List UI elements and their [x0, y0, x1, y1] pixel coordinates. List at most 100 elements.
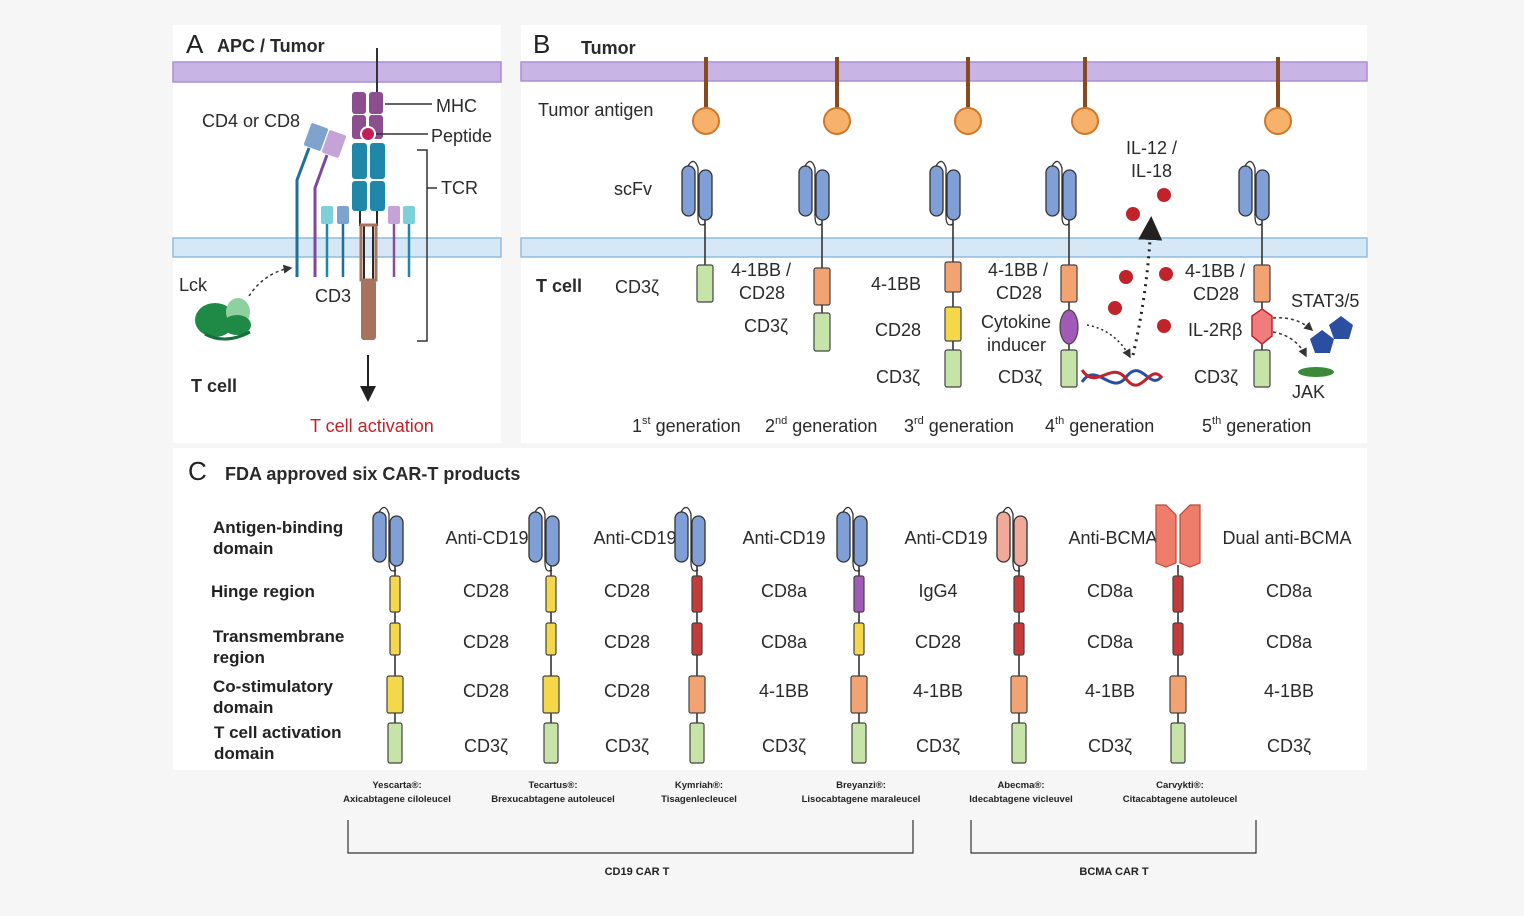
product-3-cost-label: 4-1BB	[759, 681, 809, 701]
panel-b-title: Tumor	[581, 38, 636, 58]
gen2-scfv-icon	[798, 160, 830, 226]
g5-generation-label: 5th generation	[1202, 415, 1311, 436]
dna-icon	[1080, 369, 1164, 387]
row-act-2: domain	[214, 744, 274, 763]
product-4-scfv-icon	[836, 506, 868, 572]
panel-b: B Tumor Tumor antigen scFv T cell CD3ζ 4…	[520, 29, 1368, 436]
product-5-scfv-icon-vl	[1013, 515, 1028, 567]
product-3-tm-label: CD8a	[761, 632, 808, 652]
g3-gen-num: 3	[904, 416, 914, 436]
product-2-scfv-icon-vh	[528, 511, 543, 563]
product-3-costim-domain	[688, 675, 706, 714]
product-3-hinge-domain	[691, 575, 703, 613]
g5-cost2: CD28	[1193, 284, 1239, 304]
product-6-hinge-domain	[1172, 575, 1184, 613]
product-5-scfv-icon	[996, 506, 1028, 572]
gen5-scfv-icon-vl	[1255, 169, 1270, 221]
g5-stat: STAT3/5	[1291, 291, 1359, 311]
product-4-binder-label: Anti-CD19	[904, 528, 987, 548]
product-6-brand-label: Carvykti®:	[1156, 780, 1204, 791]
peptide-label: Peptide	[431, 126, 492, 146]
gen3-scfv-icon-vl	[946, 169, 961, 221]
tcr-shape	[352, 143, 367, 179]
tumor-antigen-5	[1264, 107, 1292, 135]
gen5-cd3z-domain	[1253, 349, 1271, 388]
product-1-brand-label: Yescarta®:	[372, 780, 421, 791]
product-2-costim-domain	[542, 675, 560, 714]
stat-icon	[1310, 316, 1353, 353]
product-4-scfv-icon-linker	[842, 506, 861, 572]
row-antigen-1: Antigen-binding	[213, 518, 343, 537]
gen3-costim-domain	[944, 261, 962, 293]
g1-generation-label: 1st generation	[632, 415, 741, 436]
product-1-generic-label: Axicabtagene ciloleucel	[343, 794, 451, 805]
tumor-antigen-4	[1071, 107, 1099, 135]
product-1-hinge-domain	[389, 575, 401, 613]
mhc-shape	[352, 92, 366, 114]
product-5-hinge-label: CD8a	[1087, 581, 1134, 601]
product-6-cost-label: 4-1BB	[1264, 681, 1314, 701]
gen4-scfv-icon-vh	[1045, 165, 1060, 217]
product-1-tm-domain	[389, 622, 401, 656]
row-tm-2: region	[213, 648, 265, 667]
product-4-act-domain	[851, 722, 867, 764]
product-5-act-label: CD3ζ	[1088, 736, 1132, 756]
tumor-antigen-label: Tumor antigen	[538, 100, 653, 120]
g2-generation-label: 2nd generation	[765, 415, 877, 436]
product-1-costim-domain	[386, 675, 404, 714]
g3-cd3z: CD3ζ	[876, 367, 920, 387]
panel-c: C FDA approved six CAR-T products Antige…	[188, 456, 1352, 878]
product-2-act-domain	[543, 722, 559, 764]
tumor-membrane	[520, 61, 1368, 82]
product-6-act-label: CD3ζ	[1267, 736, 1311, 756]
product-1-binder-label: Anti-CD19	[445, 528, 528, 548]
row-costim-1: Co-stimulatory	[213, 677, 334, 696]
apc-membrane	[172, 61, 502, 83]
product-2-tm-label: CD28	[604, 632, 650, 652]
product-2-scfv-icon	[528, 506, 560, 572]
product-4-tm-domain	[853, 622, 865, 656]
product-2-cost-label: CD28	[604, 681, 650, 701]
product-6-binder-label: Dual anti-BCMA	[1222, 528, 1351, 548]
lck-protein-icon	[195, 298, 251, 341]
g2-gen-num: 2	[765, 416, 775, 436]
g4-ci2: inducer	[987, 335, 1046, 355]
product-6-costim-domain	[1169, 675, 1187, 714]
product-6-tm-label: CD8a	[1266, 632, 1313, 652]
g3-gen-text: generation	[924, 416, 1014, 436]
row-hinge: Hinge region	[211, 582, 315, 601]
product-5-scfv-icon-linker	[1002, 506, 1021, 572]
panel-c-letter: C	[188, 456, 207, 486]
cytokine-dots	[1108, 188, 1173, 333]
gen2-scfv-icon-linker	[804, 160, 823, 226]
g5-gen-sup: th	[1212, 415, 1221, 427]
product-1-scfv-icon-vl	[389, 515, 404, 567]
gen3-scfv-icon	[929, 160, 961, 226]
tcell-membrane-a	[172, 237, 502, 258]
product-5-act-domain	[1011, 722, 1027, 764]
product-4-cost-label: 4-1BB	[913, 681, 963, 701]
g2-gen-sup: nd	[775, 415, 787, 427]
g5-cost: 4-1BB /	[1185, 261, 1245, 281]
g3-gen-sup: rd	[914, 415, 924, 427]
g4-gen-num: 4	[1045, 416, 1055, 436]
tumor-antigen-2	[823, 107, 851, 135]
product-5-binder-label: Anti-BCMA	[1068, 528, 1157, 548]
tumor-antigen-1	[692, 107, 720, 135]
g4-gen-text: generation	[1064, 416, 1154, 436]
row-antigen-2: domain	[213, 539, 273, 558]
g3-a: 4-1BB	[871, 274, 921, 294]
product-4-hinge-domain	[853, 575, 865, 613]
row-tm-1: Transmembrane	[213, 627, 344, 646]
gen4-scfv-icon-linker	[1051, 160, 1070, 226]
gen5-il2rb-domain	[1251, 308, 1273, 345]
product-6-vhh-2	[1179, 504, 1201, 568]
product-4-brand-label: Breyanzi®:	[836, 780, 886, 791]
product-4-hinge-label: IgG4	[918, 581, 957, 601]
g5-il2rb: IL-2Rβ	[1188, 320, 1242, 340]
panel-a-tcell: T cell	[191, 376, 237, 396]
gen1-scfv-icon-vl	[698, 169, 713, 221]
gen1-cd3z-domain	[696, 264, 714, 303]
g4-gen-sup: th	[1055, 415, 1064, 427]
